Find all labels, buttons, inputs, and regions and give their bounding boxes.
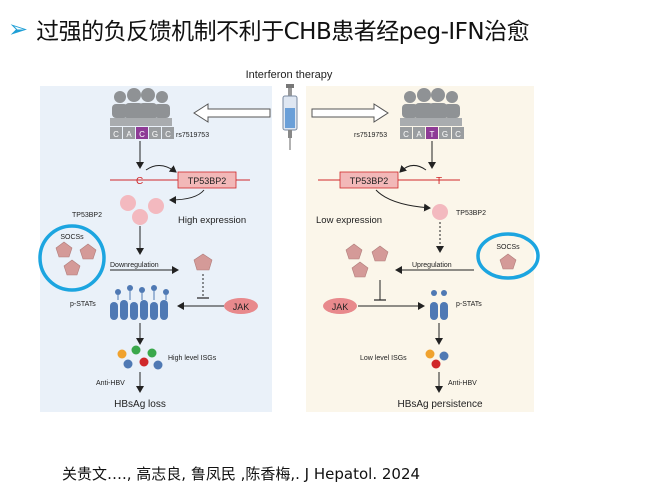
right-socs-pentagons xyxy=(345,243,389,278)
right-allele-label: T xyxy=(436,176,442,187)
right-receptor xyxy=(430,290,448,320)
left-population-icon xyxy=(110,88,172,126)
right-genotype-letter: C xyxy=(403,130,409,139)
left-protein-label: TP53BP2 xyxy=(72,212,102,219)
right-isg-dots xyxy=(425,349,449,369)
left-hollow-arrow-icon xyxy=(193,103,271,123)
left-gene-box-label: TP53BP2 xyxy=(188,176,227,186)
left-genotype-letter: C xyxy=(165,130,171,139)
left-outcome-label: HBsAg loss xyxy=(114,399,166,410)
right-socs-label: SOCSs xyxy=(496,244,520,251)
left-genotype-letter: C xyxy=(139,130,145,139)
right-regulation-label: Upregulation xyxy=(412,262,452,269)
left-isg-label: High level ISGs xyxy=(168,355,217,362)
right-population-icon xyxy=(400,88,462,126)
left-genotype-letter: A xyxy=(126,130,132,139)
right-gene-box xyxy=(339,171,399,189)
left-jak-node xyxy=(224,298,258,314)
left-allele-label: C xyxy=(136,176,143,187)
right-panel-background xyxy=(306,86,534,412)
left-socs-target-pentagon xyxy=(193,253,213,271)
right-protein-label: TP53BP2 xyxy=(456,210,486,217)
left-gene-box xyxy=(177,171,237,189)
right-antihbv-label: Anti-HBV xyxy=(448,380,477,387)
right-genotype-letter: C xyxy=(455,130,461,139)
left-genotype-strip: C A C G C xyxy=(110,127,174,139)
right-socs-pentagon xyxy=(499,253,517,270)
left-socs-highlight-circle xyxy=(38,224,106,292)
right-tp53bp2-protein xyxy=(432,204,448,220)
right-isg-label: Low level ISGs xyxy=(360,355,407,362)
left-genotype-letter: C xyxy=(113,130,119,139)
slide-title-row: ➢ 过强的负反馈机制不利于CHB患者经peg-IFN治愈 xyxy=(8,12,656,46)
citation: 关贵文…., 高志良, 鲁凤民 ,陈香梅,. J Hepatol. 2024 xyxy=(62,465,421,483)
right-pstats-label: p-STATs xyxy=(456,301,482,308)
slide-title: 过强的负反馈机制不利于CHB患者经peg-IFN治愈 xyxy=(36,19,530,45)
right-genotype-letter: G xyxy=(442,130,448,139)
right-socs-highlight-circle xyxy=(476,232,540,280)
right-genotype-strip: C A T G C xyxy=(400,127,464,139)
right-jak-label: JAK xyxy=(332,302,349,312)
therapy-label: Interferon therapy xyxy=(246,69,333,81)
left-socs-pentagons xyxy=(55,241,97,276)
left-antihbv-label: Anti-HBV xyxy=(96,380,125,387)
title-bullet-arrow-icon: ➢ xyxy=(8,15,29,43)
left-pstats-label: p-STATs xyxy=(70,301,96,308)
left-tp53bp2-proteins xyxy=(120,195,164,225)
left-genotype-letter: G xyxy=(152,130,158,139)
left-panel-background xyxy=(40,86,272,412)
left-isg-dots xyxy=(117,345,163,370)
left-jak-label: JAK xyxy=(233,302,250,312)
right-jak-node xyxy=(323,298,357,314)
right-expression-label: Low expression xyxy=(316,215,382,226)
right-snp-label: rs7519753 xyxy=(354,132,387,139)
right-outcome-label: HBsAg persistence xyxy=(397,399,482,410)
syringe-icon xyxy=(282,84,298,150)
right-hollow-arrow-icon xyxy=(311,103,389,123)
right-genotype-letter: A xyxy=(416,130,422,139)
left-expression-label: High expression xyxy=(178,215,246,226)
left-regulation-label: Downregulation xyxy=(110,262,159,269)
left-receptor-cluster xyxy=(110,285,169,320)
right-gene-box-label: TP53BP2 xyxy=(350,176,389,186)
right-genotype-letter: T xyxy=(430,130,435,139)
left-snp-label: rs7519753 xyxy=(176,132,209,139)
left-socs-label: SOCSs xyxy=(60,234,84,241)
